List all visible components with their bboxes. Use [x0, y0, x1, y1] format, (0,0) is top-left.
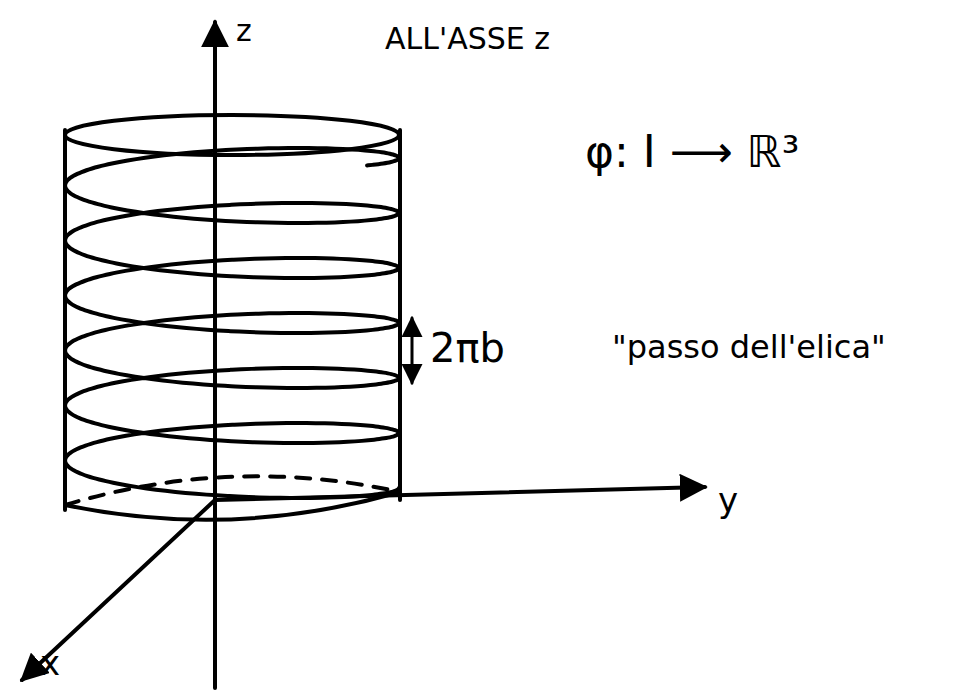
pitch-arrow [411, 318, 414, 383]
annotation-text: "passo dell'elica" [612, 330, 886, 365]
dimension-label: 2πb [430, 326, 505, 370]
axis-label: z [236, 14, 252, 47]
axis-label: x [40, 645, 60, 682]
cylinder-side [398, 130, 402, 500]
helix-curve [65, 148, 399, 498]
cylinder-bottom-back [65, 476, 400, 505]
z-axis [213, 22, 217, 688]
function-label: φ: I ⟶ ℝ³ [585, 128, 799, 176]
annotation-text: ALL'ASSE z [385, 22, 550, 55]
axis-label: y [718, 482, 738, 519]
